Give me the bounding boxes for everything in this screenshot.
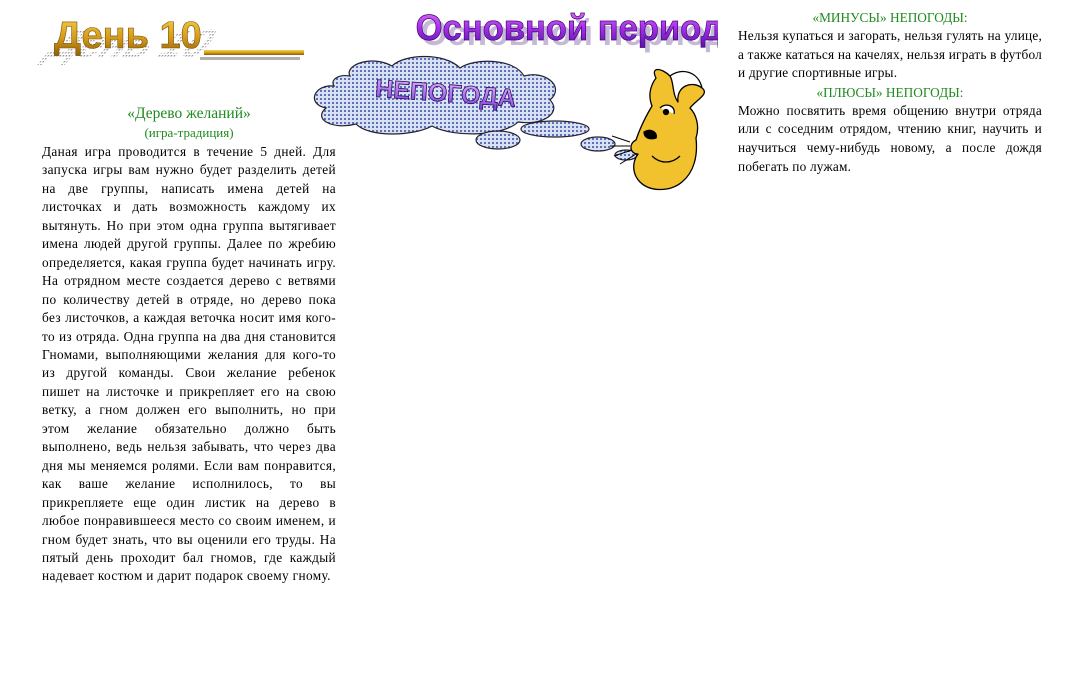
thought-cloud-illustration: НЕПОГОДА <box>313 56 705 191</box>
game-section: «Дерево желаний» (игра-традиция) Даная и… <box>42 104 336 586</box>
minus-text: Нельзя купаться и загорать, нельзя гулят… <box>738 28 1042 81</box>
day-blank-line <box>204 50 304 55</box>
rabbit-icon <box>610 68 705 191</box>
game-subtitle: (игра-традиция) <box>144 125 234 140</box>
day-title-text: День 10 <box>54 15 202 57</box>
plus-title: «ПЛЮСЫ» НЕПОГОДЫ: <box>816 84 964 100</box>
period-title-text: Основной период <box>416 8 718 48</box>
game-title: «Дерево желаний» <box>127 105 251 122</box>
weather-section: «МИНУСЫ» НЕПОГОДЫ: Нельзя купаться и заг… <box>738 8 1042 176</box>
plus-text: Можно посвятить время общению внутри отр… <box>738 102 1042 174</box>
minus-title: «МИНУСЫ» НЕПОГОДЫ: <box>812 10 968 25</box>
period-title-shadow: Основной период <box>420 13 718 53</box>
cloud-shape <box>313 56 638 161</box>
day-blank-line-shadow <box>200 57 300 60</box>
period-title-wordart: Основной период Основной период <box>415 8 718 53</box>
day-title-shadow: День 10 <box>36 21 229 66</box>
game-description: Даная игра проводится в течение 5 дней. … <box>42 144 336 584</box>
day-title-wordart: День 10 День 10 <box>36 15 304 66</box>
